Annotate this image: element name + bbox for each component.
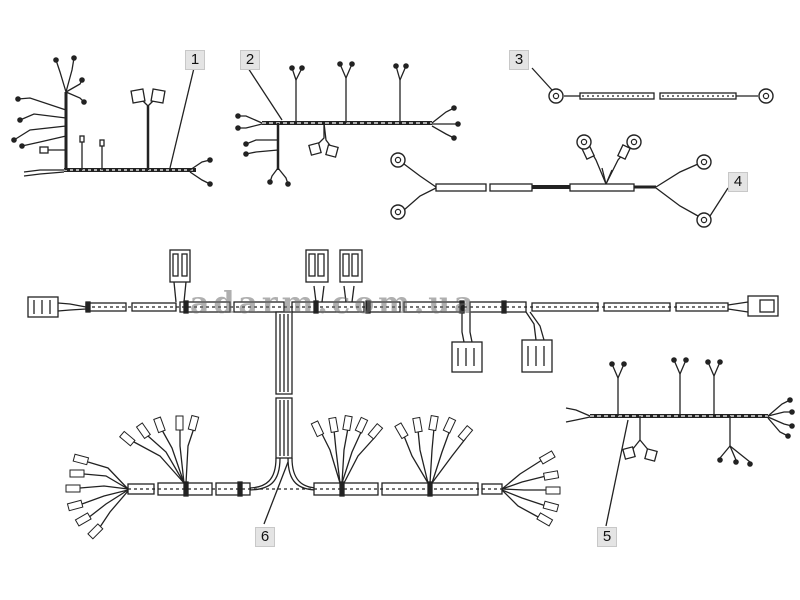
harness-5	[565, 359, 793, 527]
harness-4	[403, 144, 729, 217]
part-label-2: 2	[240, 50, 260, 70]
part-label-6: 6	[255, 527, 275, 547]
watermark-text: adarm.com.ua	[190, 286, 478, 321]
part-label-3: 3	[509, 50, 529, 70]
harness-2	[238, 63, 458, 185]
harness-3	[531, 67, 758, 100]
harness-6	[27, 249, 779, 531]
part-label-1: 1	[185, 50, 205, 70]
harness-1	[13, 57, 211, 185]
part-label-4: 4	[728, 172, 748, 192]
part-label-5: 5	[597, 527, 617, 547]
